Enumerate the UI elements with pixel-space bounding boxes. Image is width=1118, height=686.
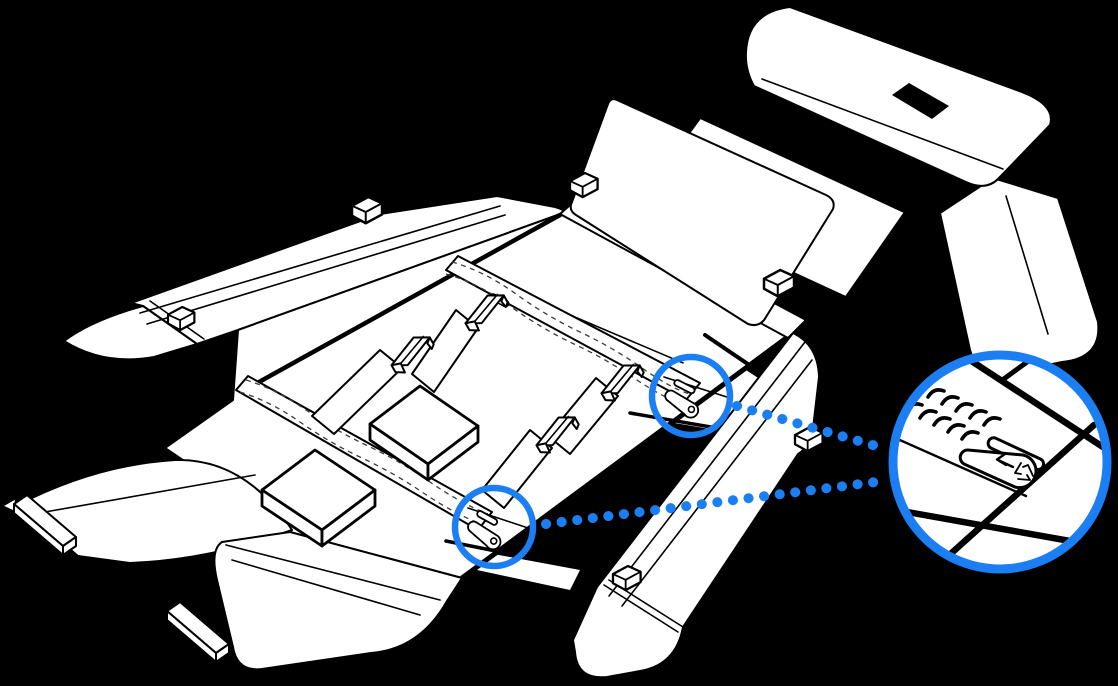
pull-tab-outline	[958, 448, 1038, 490]
magnifier-detail	[888, 350, 1112, 574]
pull-tab-lower	[467, 507, 535, 551]
flap-bottom	[166, 531, 463, 671]
document-sleeve	[568, 98, 835, 327]
box-body	[559, 6, 1100, 376]
pull-tab-callout-upper	[648, 353, 734, 439]
accessory-box	[260, 448, 377, 548]
panel-edge	[942, 421, 1098, 562]
tear-strip-lower	[235, 375, 493, 531]
lid-handle-hole	[892, 83, 949, 119]
panel-edge	[444, 539, 582, 570]
pull-tab-upper	[663, 376, 731, 419]
flattened-sheet	[1, 195, 824, 679]
wing-panel-bottom	[572, 332, 824, 679]
left-arrow-icon	[995, 452, 1015, 469]
panel-edge	[998, 359, 1030, 384]
flap-left	[1, 458, 293, 564]
panel-edge	[946, 358, 1104, 453]
accessory-boxes	[260, 384, 480, 548]
box-lid	[744, 6, 1052, 187]
wing-panel-left	[63, 195, 567, 361]
panel-edge	[896, 506, 1074, 545]
pull-tab-callout-lower	[451, 484, 537, 570]
recycle-icon	[1014, 462, 1034, 481]
accessory-box	[368, 384, 480, 482]
magnifier-ring	[888, 350, 1112, 574]
panel-edge	[247, 212, 563, 390]
wing-tongue	[63, 305, 198, 361]
panel-edge	[459, 330, 796, 581]
